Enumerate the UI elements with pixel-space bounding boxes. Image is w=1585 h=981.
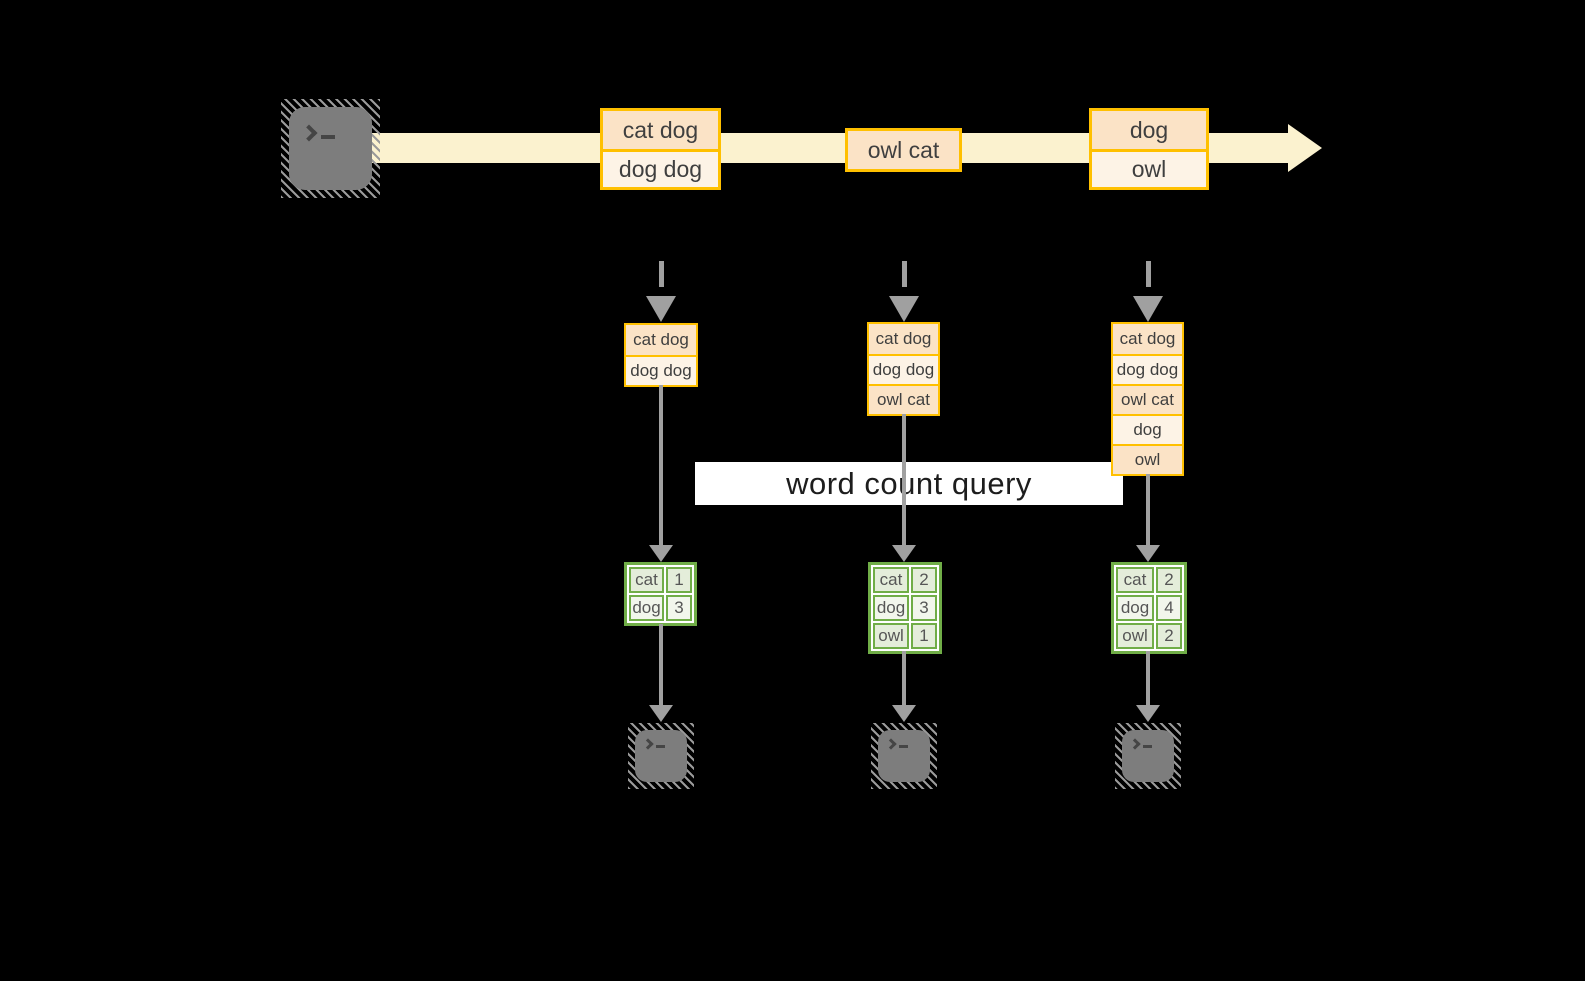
word-cell: dog	[873, 595, 909, 621]
word-cell: owl	[873, 623, 909, 649]
terminal-body	[1122, 730, 1174, 782]
ingest-arrow-2	[902, 261, 907, 287]
stream-event-3: dog owl	[1089, 108, 1209, 190]
chevron-right-icon	[885, 738, 897, 750]
buffered-line: owl cat	[869, 384, 938, 414]
state-buffer-3: cat dog dog dog owl cat dog owl	[1111, 322, 1184, 476]
terminal-prompt-icon	[1129, 738, 1152, 750]
count-cell: 3	[666, 595, 692, 621]
query-arrow-3	[1146, 474, 1150, 546]
query-arrowhead-3	[1136, 545, 1160, 562]
count-cell: 2	[1156, 623, 1182, 649]
ingest-arrowhead-2	[889, 296, 919, 322]
query-arrowhead-1	[649, 545, 673, 562]
stream-event-1: cat dog dog dog	[600, 108, 721, 190]
terminal-prompt-icon	[885, 738, 908, 750]
event-line: cat dog	[603, 111, 718, 149]
buffered-line: dog	[1113, 414, 1182, 444]
word-cell: cat	[873, 567, 909, 593]
terminal-body	[289, 107, 372, 190]
state-buffer-1: cat dog dog dog	[624, 323, 698, 387]
query-label: word count query	[695, 462, 1123, 505]
event-line: owl	[1092, 149, 1206, 187]
buffered-line: owl cat	[1113, 384, 1182, 414]
output-arrowhead-1	[649, 705, 673, 722]
count-cell: 1	[911, 623, 937, 649]
output-arrowhead-2	[892, 705, 916, 722]
ingest-arrowhead-3	[1133, 296, 1163, 322]
output-arrow-3	[1146, 651, 1150, 706]
query-arrow-1	[659, 385, 663, 546]
buffered-line: dog dog	[626, 355, 696, 385]
underscore-cursor-icon	[1143, 745, 1152, 748]
buffered-line: owl	[1113, 444, 1182, 474]
stream-event-2: owl cat	[845, 128, 962, 172]
ingest-arrow-1	[659, 261, 664, 287]
word-count-table-2: cat 2 dog 3 owl 1	[868, 562, 942, 654]
buffered-line: dog dog	[1113, 354, 1182, 384]
underscore-cursor-icon	[656, 745, 665, 748]
underscore-cursor-icon	[321, 135, 335, 139]
terminal-sink-icon-2	[871, 723, 937, 789]
underscore-cursor-icon	[899, 745, 908, 748]
terminal-prompt-icon	[642, 738, 665, 750]
ingest-arrowhead-1	[646, 296, 676, 322]
output-arrow-1	[659, 624, 663, 706]
count-cell: 4	[1156, 595, 1182, 621]
count-cell: 1	[666, 567, 692, 593]
count-cell: 2	[1156, 567, 1182, 593]
stream-arrowhead-icon	[1288, 124, 1322, 172]
word-cell: dog	[1116, 595, 1154, 621]
event-line: dog	[1092, 111, 1206, 149]
buffered-line: cat dog	[1113, 324, 1182, 354]
terminal-sink-icon-3	[1115, 723, 1181, 789]
event-line: dog dog	[603, 149, 718, 187]
buffered-line: dog dog	[869, 354, 938, 384]
count-cell: 2	[911, 567, 937, 593]
buffered-line: cat dog	[626, 325, 696, 355]
word-cell: cat	[1116, 567, 1154, 593]
word-cell: owl	[1116, 623, 1154, 649]
output-arrowhead-3	[1136, 705, 1160, 722]
count-cell: 3	[911, 595, 937, 621]
query-arrowhead-2	[892, 545, 916, 562]
terminal-sink-icon-1	[628, 723, 694, 789]
chevron-right-icon	[1129, 738, 1141, 750]
word-cell: cat	[629, 567, 664, 593]
word-count-table-1: cat 1 dog 3	[624, 562, 697, 626]
chevron-right-icon	[642, 738, 654, 750]
terminal-body	[878, 730, 930, 782]
word-cell: dog	[629, 595, 664, 621]
buffered-line: cat dog	[869, 324, 938, 354]
chevron-right-icon	[300, 124, 318, 142]
query-arrow-2	[902, 414, 906, 546]
word-count-table-3: cat 2 dog 4 owl 2	[1111, 562, 1187, 654]
event-line: owl cat	[848, 131, 959, 169]
state-buffer-2: cat dog dog dog owl cat	[867, 322, 940, 416]
terminal-body	[635, 730, 687, 782]
terminal-prompt-icon	[300, 124, 335, 142]
output-arrow-2	[902, 651, 906, 706]
terminal-source-icon	[281, 99, 380, 198]
ingest-arrow-3	[1146, 261, 1151, 287]
